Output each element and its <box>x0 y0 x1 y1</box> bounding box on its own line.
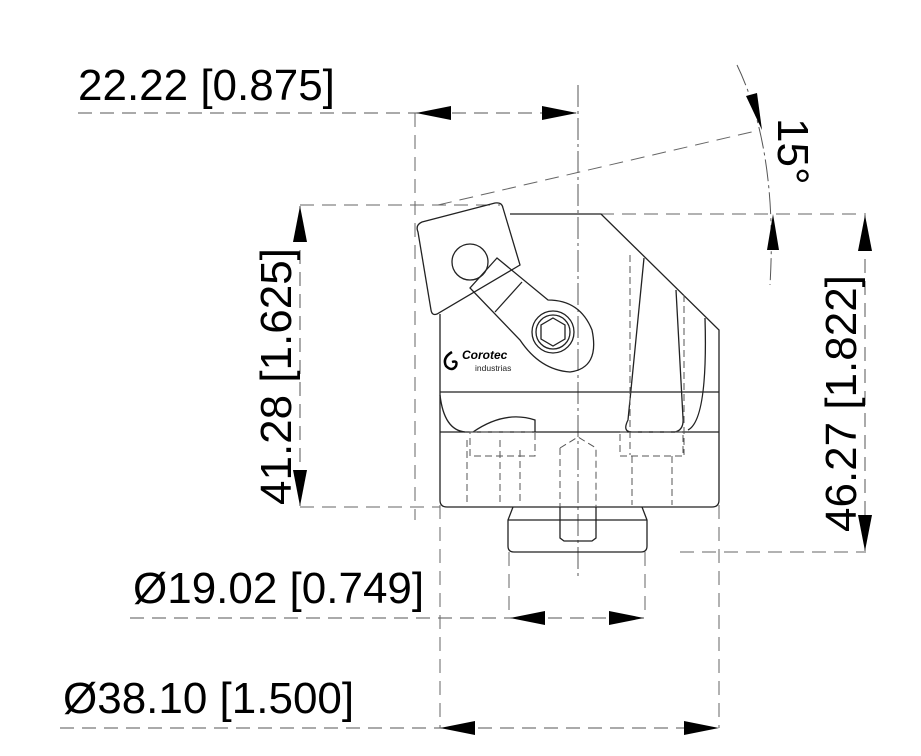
screw-head-inner <box>535 314 571 350</box>
arrow-right-icon <box>684 721 719 735</box>
hidden-screw <box>559 436 597 507</box>
dimension-left-height: 41.28 [1.625] <box>252 204 500 508</box>
arrow-up-icon <box>293 206 307 242</box>
dimension-left-height-label: 41.28 [1.625] <box>252 248 301 505</box>
angle-arc <box>736 64 772 286</box>
arrow-right-icon <box>542 106 577 120</box>
base-boss <box>507 506 648 553</box>
angle-reference-line <box>437 129 761 206</box>
corotec-logo: Corotec industrias <box>443 348 511 373</box>
dimension-top-width: 22.22 [0.875] <box>78 61 578 520</box>
part-body: Corotec industrias <box>416 202 720 508</box>
pocket-outline <box>625 257 684 433</box>
arm-line <box>494 281 523 313</box>
logo-swirl-icon <box>443 350 458 371</box>
pocket-edge <box>687 317 707 431</box>
dimension-right-height: 46.27 [1.822] <box>600 213 872 553</box>
hidden-counterbore <box>619 431 684 457</box>
arrow-down-icon <box>293 470 307 506</box>
arrow-right-icon <box>609 611 644 625</box>
arrow-left-icon <box>440 721 475 735</box>
hidden-counterbore <box>469 431 536 457</box>
arrow-angle-top-icon <box>746 93 762 130</box>
bump-curve <box>472 416 536 433</box>
dimension-large-diameter-label: Ø38.10 [1.500] <box>63 674 354 723</box>
screw-head-outer <box>531 310 575 354</box>
dimension-angle: 15° <box>437 64 817 286</box>
arrow-angle-bottom-icon <box>767 214 779 250</box>
body-outline <box>439 213 720 508</box>
dimension-angle-label: 15° <box>768 118 817 185</box>
clamp-pad <box>416 202 521 316</box>
dimension-small-diameter-label: Ø19.02 [0.749] <box>133 564 424 613</box>
arrow-left-icon <box>416 106 451 120</box>
dimension-top-width-label: 22.22 [0.875] <box>78 61 335 110</box>
screw-thread <box>559 507 597 542</box>
hex-socket-icon <box>540 317 566 347</box>
logo-sub: industrias <box>475 363 511 373</box>
clamp-arm <box>469 257 595 373</box>
dimension-small-diameter: Ø19.02 [0.749] <box>130 552 646 625</box>
dimension-large-diameter: Ø38.10 [1.500] <box>60 505 720 735</box>
arrow-down-icon <box>858 515 872 551</box>
arrow-up-icon <box>858 215 872 251</box>
logo-brand: Corotec <box>462 348 508 362</box>
dimension-right-height-label: 46.27 [1.822] <box>817 275 866 532</box>
arrow-left-icon <box>510 611 545 625</box>
boss-outline <box>507 506 648 553</box>
fillet <box>439 394 466 433</box>
pad-hole <box>451 243 489 281</box>
